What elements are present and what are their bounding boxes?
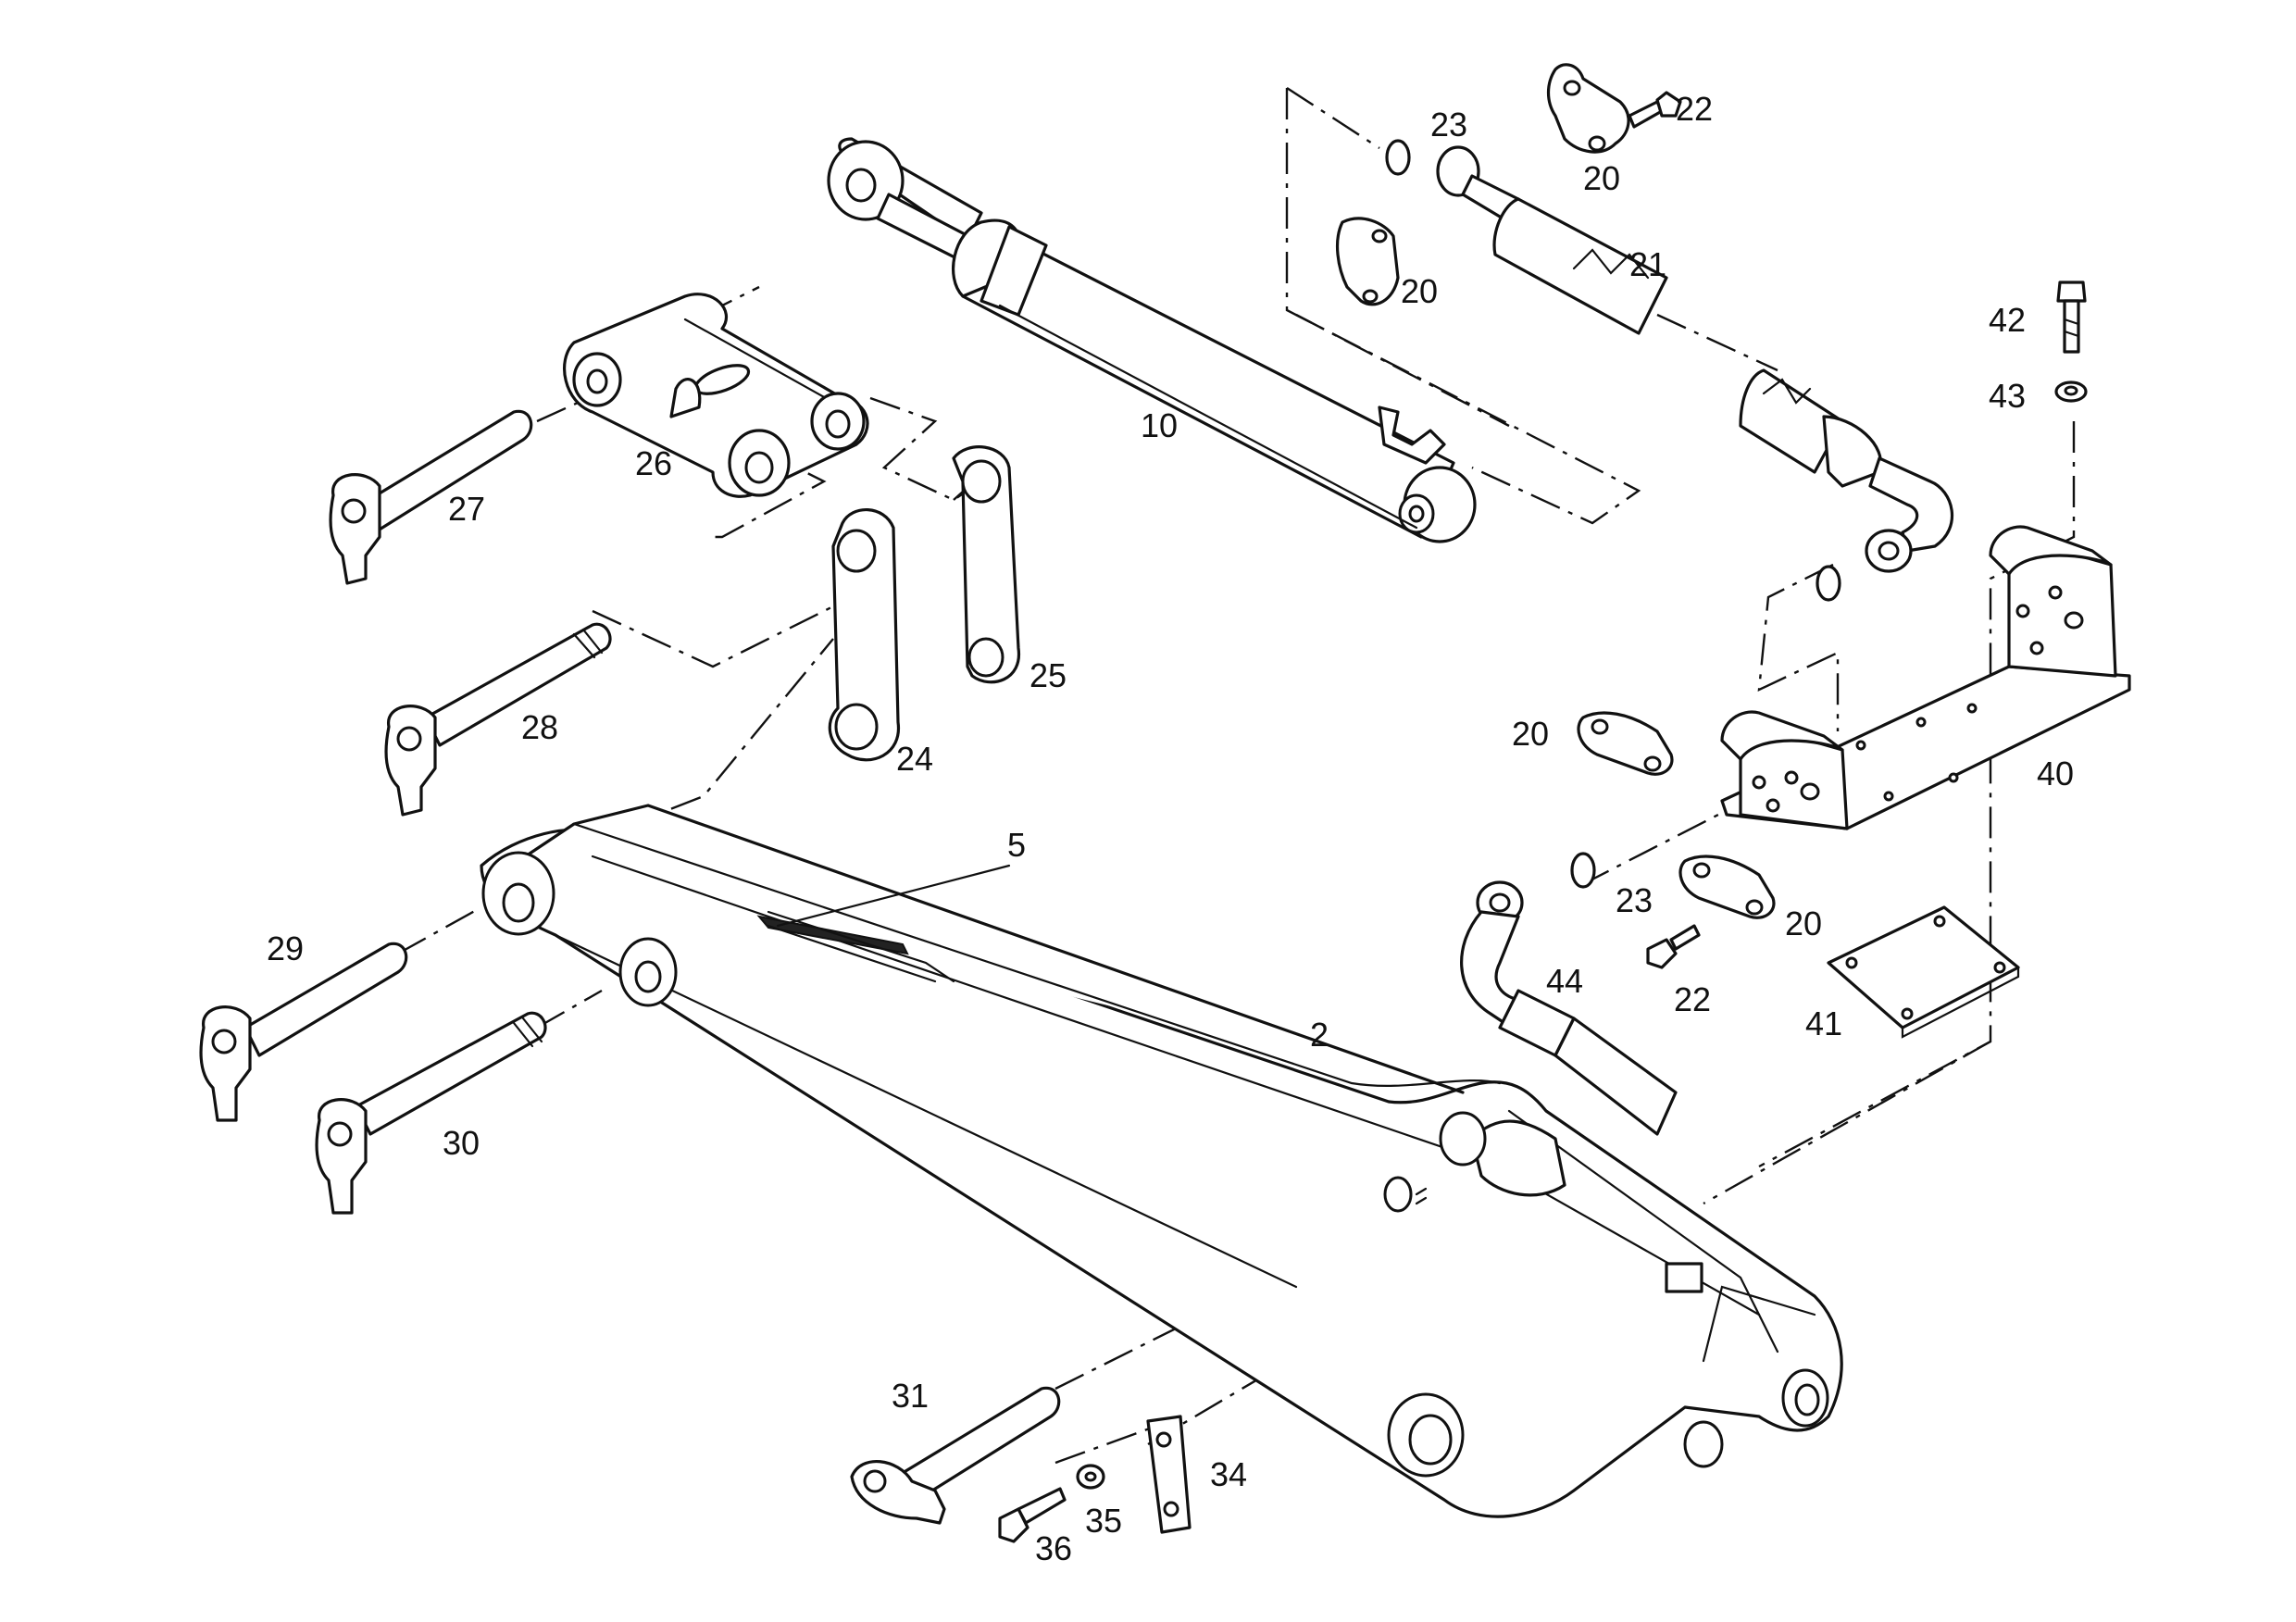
callout-41: 41 bbox=[1805, 1004, 1842, 1042]
callout-34: 34 bbox=[1210, 1455, 1247, 1493]
callout-44: 44 bbox=[1546, 962, 1583, 1000]
link-assembly bbox=[563, 293, 869, 498]
pipe-21 bbox=[1436, 145, 1954, 573]
callouts: 2 5 10 20 20 20 20 21 22 22 23 23 24 25 … bbox=[267, 90, 2074, 1567]
bolt-42 bbox=[2056, 281, 2087, 354]
link-24 bbox=[828, 508, 901, 762]
bolt-36 bbox=[998, 1487, 1067, 1543]
callout-28: 28 bbox=[521, 708, 558, 746]
callout-22: 22 bbox=[1676, 90, 1713, 128]
callout-23: 23 bbox=[1616, 881, 1653, 919]
callout-26: 26 bbox=[635, 444, 672, 482]
bolts-22 bbox=[1628, 91, 1701, 969]
callout-20: 20 bbox=[1512, 715, 1549, 753]
callout-20: 20 bbox=[1583, 159, 1620, 197]
callout-29: 29 bbox=[267, 930, 304, 967]
callout-31: 31 bbox=[892, 1377, 929, 1415]
callout-24: 24 bbox=[896, 740, 933, 778]
pin-30 bbox=[315, 1011, 547, 1215]
boom-arm bbox=[480, 804, 1843, 1518]
plate-41 bbox=[1827, 905, 2020, 1039]
callout-27: 27 bbox=[448, 490, 485, 528]
clamp-halves-20 bbox=[1336, 63, 1776, 919]
link-25 bbox=[952, 445, 1020, 684]
pin-27 bbox=[329, 409, 533, 585]
hydraulic-cylinder bbox=[827, 137, 1477, 543]
callout-20: 20 bbox=[1401, 272, 1438, 310]
o-rings-23 bbox=[1385, 139, 1841, 889]
plate-34 bbox=[1146, 1415, 1192, 1534]
callout-43: 43 bbox=[1989, 377, 2026, 415]
callout-23: 23 bbox=[1430, 106, 1467, 143]
pin-31 bbox=[850, 1386, 1061, 1525]
leader-line-5 bbox=[776, 864, 1011, 928]
washer-43 bbox=[2054, 381, 2088, 403]
callout-5: 5 bbox=[1007, 826, 1026, 864]
callout-25: 25 bbox=[1029, 656, 1067, 694]
callout-42: 42 bbox=[1989, 301, 2026, 339]
pin-29 bbox=[199, 942, 408, 1122]
callout-35: 35 bbox=[1085, 1502, 1122, 1540]
pin-28 bbox=[384, 622, 612, 817]
callout-21: 21 bbox=[1629, 245, 1666, 283]
callout-2: 2 bbox=[1310, 1016, 1329, 1054]
callout-40: 40 bbox=[2037, 755, 2074, 792]
callout-10: 10 bbox=[1141, 406, 1178, 444]
callout-30: 30 bbox=[443, 1124, 480, 1162]
washer-35 bbox=[1076, 1464, 1105, 1490]
bracket-40 bbox=[1720, 525, 2131, 830]
callout-20: 20 bbox=[1785, 905, 1822, 942]
pipe-44 bbox=[1460, 880, 1678, 1136]
callout-22: 22 bbox=[1674, 980, 1711, 1018]
callout-36: 36 bbox=[1035, 1529, 1072, 1567]
